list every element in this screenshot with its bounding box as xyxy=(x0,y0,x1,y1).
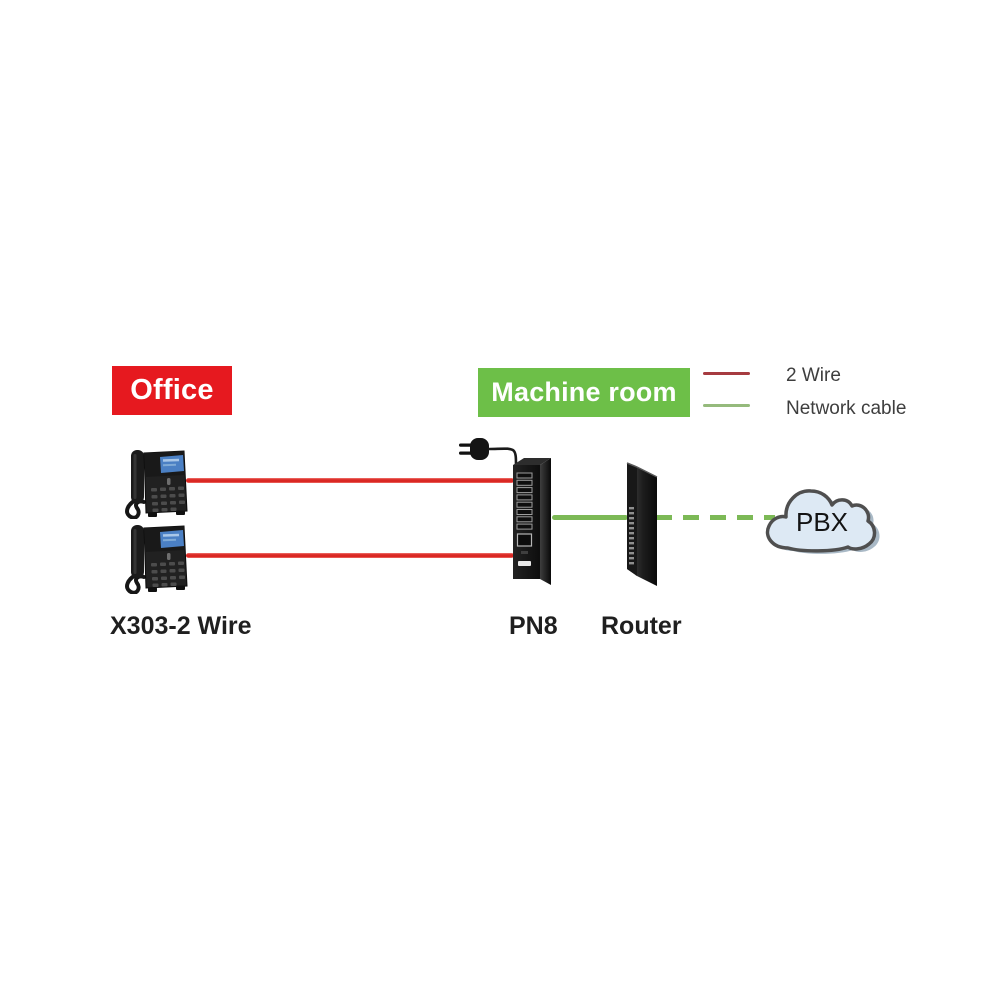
legend-2wire-line-swatch xyxy=(703,372,750,375)
pbx-cloud-label: PBX xyxy=(796,507,848,537)
legend-network-cable-line-swatch xyxy=(703,404,750,407)
phones-caption: X303-2 Wire xyxy=(110,612,252,640)
pn8-device xyxy=(459,438,551,585)
machine-room-region-label: Machine room xyxy=(491,377,677,407)
legend-2wire-label: 2 Wire xyxy=(786,365,841,386)
machine-room-region-header: Machine room xyxy=(478,368,690,417)
power-plug-icon xyxy=(459,438,518,466)
connection-phone2-pn8-2wire xyxy=(186,553,514,558)
connection-pn8-router-network xyxy=(552,515,628,520)
connection-phone1-pn8-2wire xyxy=(186,478,514,483)
ip-phone-1-icon xyxy=(125,450,188,519)
office-region-label: Office xyxy=(130,374,214,406)
legend-network-cable-label: Network cable xyxy=(786,398,907,419)
connection-router-pbx-network-dashed xyxy=(656,515,775,520)
router-device xyxy=(626,462,658,586)
ip-phone-2-icon xyxy=(125,525,188,594)
router-caption: Router xyxy=(601,612,682,640)
office-region-header: Office xyxy=(112,366,232,415)
pn8-caption: PN8 xyxy=(509,612,558,640)
pbx-cloud: PBX xyxy=(765,489,880,554)
